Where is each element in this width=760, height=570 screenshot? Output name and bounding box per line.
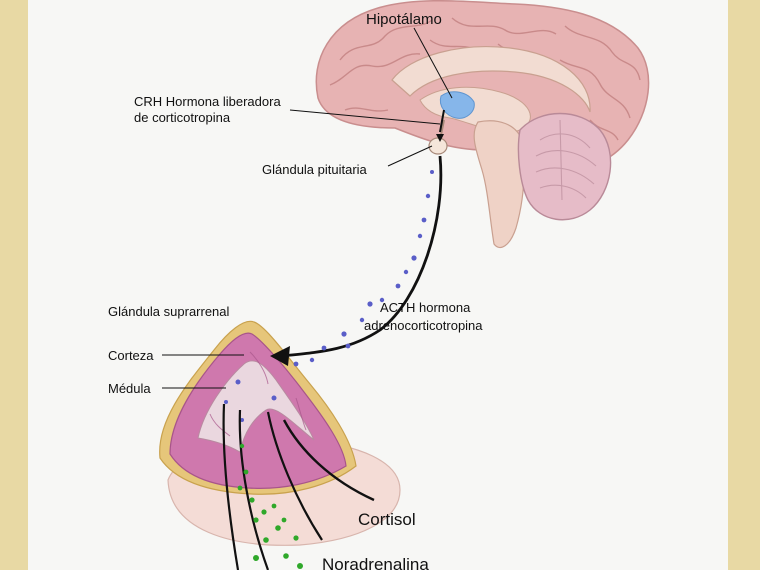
label-cortex: Corteza bbox=[108, 348, 154, 363]
label-acth-line2: adrenocorticotropina bbox=[364, 318, 483, 333]
crh-arrow bbox=[439, 109, 445, 133]
acth-arrow bbox=[281, 155, 443, 358]
crh-leader bbox=[289, 109, 441, 125]
acth-arrowhead bbox=[270, 346, 290, 366]
noradrenaline-curve-1 bbox=[222, 403, 240, 570]
cortisol-curve-1 bbox=[266, 411, 323, 541]
arrows bbox=[222, 109, 445, 570]
label-acth-line1: ACTH hormona bbox=[380, 300, 471, 315]
label-crh-line2: de corticotropina bbox=[134, 110, 231, 125]
crh-arrowhead bbox=[436, 134, 444, 142]
noradrenaline-dots bbox=[237, 443, 303, 569]
label-crh-line1: CRH Hormona liberadora bbox=[134, 94, 281, 109]
brainstem bbox=[473, 120, 525, 249]
corpus-callosum bbox=[391, 46, 591, 113]
label-medulla: Médula bbox=[108, 381, 151, 396]
cerebellum-folia bbox=[535, 119, 597, 201]
label-pituitary: Glándula pituitaria bbox=[262, 162, 368, 177]
labels: Hipotálamo CRH Hormona liberadora de cor… bbox=[108, 11, 483, 570]
medulla-dots bbox=[224, 379, 277, 422]
leader-lines bbox=[162, 27, 453, 389]
cortex-texture bbox=[209, 351, 307, 437]
label-cortisol: Cortisol bbox=[358, 510, 416, 529]
brain bbox=[315, 0, 650, 249]
hypothalamus-leader bbox=[413, 27, 453, 99]
label-noradrenaline: Noradrenalina bbox=[322, 555, 429, 570]
cerebellum bbox=[517, 112, 612, 221]
pituitary-leader bbox=[387, 145, 433, 167]
label-hypothalamus: Hipotálamo bbox=[366, 11, 442, 28]
label-adrenal: Glándula suprarrenal bbox=[108, 304, 230, 319]
adrenal-medulla bbox=[197, 360, 315, 453]
noradrenaline-curve-2 bbox=[238, 409, 270, 570]
acth-dots bbox=[293, 170, 434, 367]
cortisol-curve-2 bbox=[282, 419, 375, 502]
